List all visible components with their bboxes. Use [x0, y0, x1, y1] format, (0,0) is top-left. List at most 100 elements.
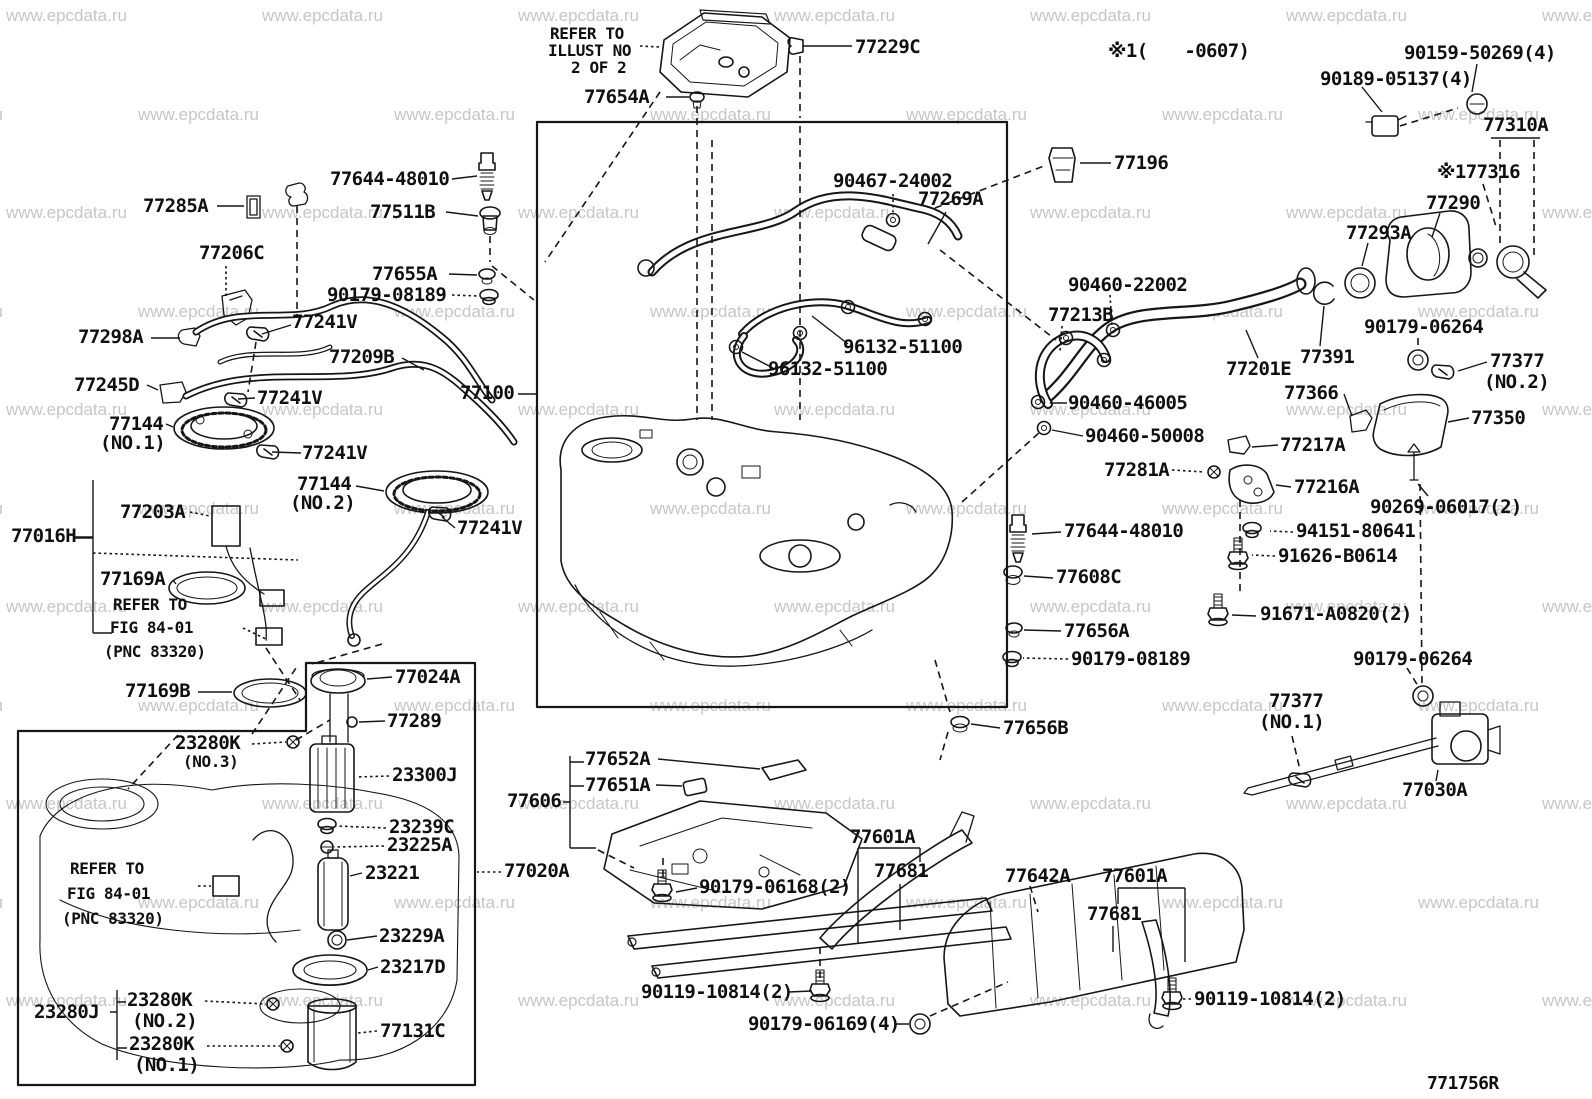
watermark-text: www.epcdata.ru [138, 498, 259, 518]
part-label: 23280K [175, 732, 241, 754]
part-label: 77030A [1402, 779, 1468, 801]
watermark-text: www.epcdata.ru [1286, 597, 1407, 616]
watermark-text: www.epcdata.ru [1418, 892, 1539, 912]
diagram-code: 771756R [1427, 1073, 1499, 1094]
part-label: 23280J [34, 1001, 100, 1023]
part-label: (NO.1) [100, 432, 166, 454]
part-label: 77020A [504, 860, 570, 882]
part-label: 77217A [1280, 434, 1346, 456]
part-label: 77601A [1102, 865, 1168, 887]
part-label: 77131C [380, 1020, 446, 1042]
watermark-text: www.epcdata.ru [6, 400, 127, 419]
part-label: (NO.1) [134, 1054, 200, 1076]
watermark-text: www.epcdata.ru [518, 991, 639, 1010]
part-label: 77608C [1056, 566, 1122, 588]
watermark-text: www.epcdata.ru [906, 892, 1027, 912]
part-label: 90179-06264 [1353, 648, 1473, 670]
part-label: 23239C [389, 816, 455, 838]
part-label: 96132-51100 [843, 336, 963, 358]
part-label: FIG 84-01 [110, 618, 194, 637]
part-label: ILLUST NO [548, 41, 632, 60]
watermark-text: www.epcdata.ru [0, 302, 3, 322]
part-label: 77100 [460, 382, 515, 404]
part-label: (NO.2) [290, 492, 356, 514]
watermark-text: www.epcdata.ru [1162, 695, 1283, 715]
watermark-text: www.epcdata.ru [1542, 203, 1592, 222]
watermark-text: www.epcdata.ru [650, 104, 771, 124]
part-label: ※1( -0607) [1108, 40, 1250, 62]
watermark-text: www.epcdata.ru [138, 892, 259, 912]
watermark-text: www.epcdata.ru [518, 6, 639, 25]
watermark-text: www.epcdata.ru [0, 696, 3, 716]
part-label: 77209B [329, 346, 395, 368]
watermark-text: www.epcdata.ru [774, 794, 895, 813]
part-label: 77213B [1048, 304, 1114, 326]
part-label: 77016H [11, 525, 77, 547]
watermark-text: www.epcdata.ru [6, 991, 127, 1010]
watermark-text: www.epcdata.ru [0, 105, 3, 125]
watermark-text: www.epcdata.ru [774, 6, 895, 25]
watermark-text: www.epcdata.ru [1542, 794, 1592, 813]
part-label: 90179-06169(4) [748, 1013, 900, 1035]
watermark-text: www.epcdata.ru [774, 400, 895, 419]
watermark-text: www.epcdata.ru [906, 301, 1027, 321]
part-label: 77644-48010 [330, 168, 450, 190]
part-label: 23217D [380, 956, 446, 978]
part-label: 23280K [129, 1033, 195, 1055]
part-label: 90179-06264 [1364, 316, 1484, 338]
watermark-text: www.epcdata.ru [906, 104, 1027, 124]
part-label: REFER TO [113, 595, 187, 614]
part-label: 77651A [585, 774, 651, 796]
watermark-text: www.epcdata.ru [650, 498, 771, 518]
watermark-text: www.epcdata.ru [1286, 794, 1407, 813]
part-label: 77656A [1064, 620, 1130, 642]
part-label: 90159-50269(4) [1404, 42, 1556, 64]
part-label: 90460-22002 [1068, 274, 1188, 296]
watermark-text: www.epcdata.ru [262, 400, 383, 419]
part-label: 77642A [1005, 865, 1071, 887]
part-label: 90460-50008 [1085, 425, 1205, 447]
part-label: 77644-48010 [1064, 520, 1184, 542]
watermark-text: www.epcdata.ru [518, 794, 639, 813]
part-label: 77293A [1346, 222, 1412, 244]
part-label: (NO.2) [132, 1010, 198, 1032]
watermark-text: www.epcdata.ru [650, 301, 771, 321]
part-label: 23280K [127, 989, 193, 1011]
part-label: (NO.1) [1259, 711, 1325, 733]
watermark-text: www.epcdata.ru [1030, 400, 1151, 419]
watermark-text: www.epcdata.ru [774, 597, 895, 616]
watermark-text: www.epcdata.ru [774, 991, 895, 1010]
watermark-text: www.epcdata.ru [1542, 6, 1592, 25]
part-label: 77606 [507, 790, 562, 812]
watermark-text: www.epcdata.ru [394, 892, 515, 912]
watermark-text: www.epcdata.ru [650, 892, 771, 912]
watermark-text: www.epcdata.ru [0, 893, 3, 913]
part-label: 77216A [1294, 476, 1360, 498]
watermark-text: www.epcdata.ru [1162, 892, 1283, 912]
watermark-text: www.epcdata.ru [1542, 400, 1592, 419]
watermark-text: www.epcdata.ru [394, 301, 515, 321]
watermark-text: www.epcdata.ru [6, 6, 127, 25]
watermark-text: www.epcdata.ru [1418, 301, 1539, 321]
part-label: 90467-24002 [833, 170, 953, 192]
watermark-text: www.epcdata.ru [394, 695, 515, 715]
part-label: 77654A [584, 86, 650, 108]
watermark-text: www.epcdata.ru [1030, 991, 1151, 1010]
watermark-text: www.epcdata.ru [1162, 104, 1283, 124]
part-label: (NO.3) [183, 752, 239, 771]
watermark-text: www.epcdata.ru [1286, 400, 1407, 419]
watermark-text: www.epcdata.ru [1286, 6, 1407, 25]
part-label: 77377 [1490, 350, 1545, 372]
part-label: (PNC 83320) [62, 909, 164, 928]
part-label: 23300J [392, 764, 458, 786]
part-label: 77169A [100, 568, 166, 590]
part-label: 90460-46005 [1068, 392, 1188, 414]
watermark-text: www.epcdata.ru [1286, 991, 1407, 1010]
part-label: 90269-06017(2) [1370, 496, 1522, 518]
part-label: 77366 [1284, 382, 1339, 404]
part-label: 91671-A0820(2) [1260, 603, 1412, 625]
watermark-text: www.epcdata.ru [0, 499, 3, 519]
part-label: 77196 [1114, 152, 1169, 174]
part-label: 77206C [199, 242, 265, 264]
